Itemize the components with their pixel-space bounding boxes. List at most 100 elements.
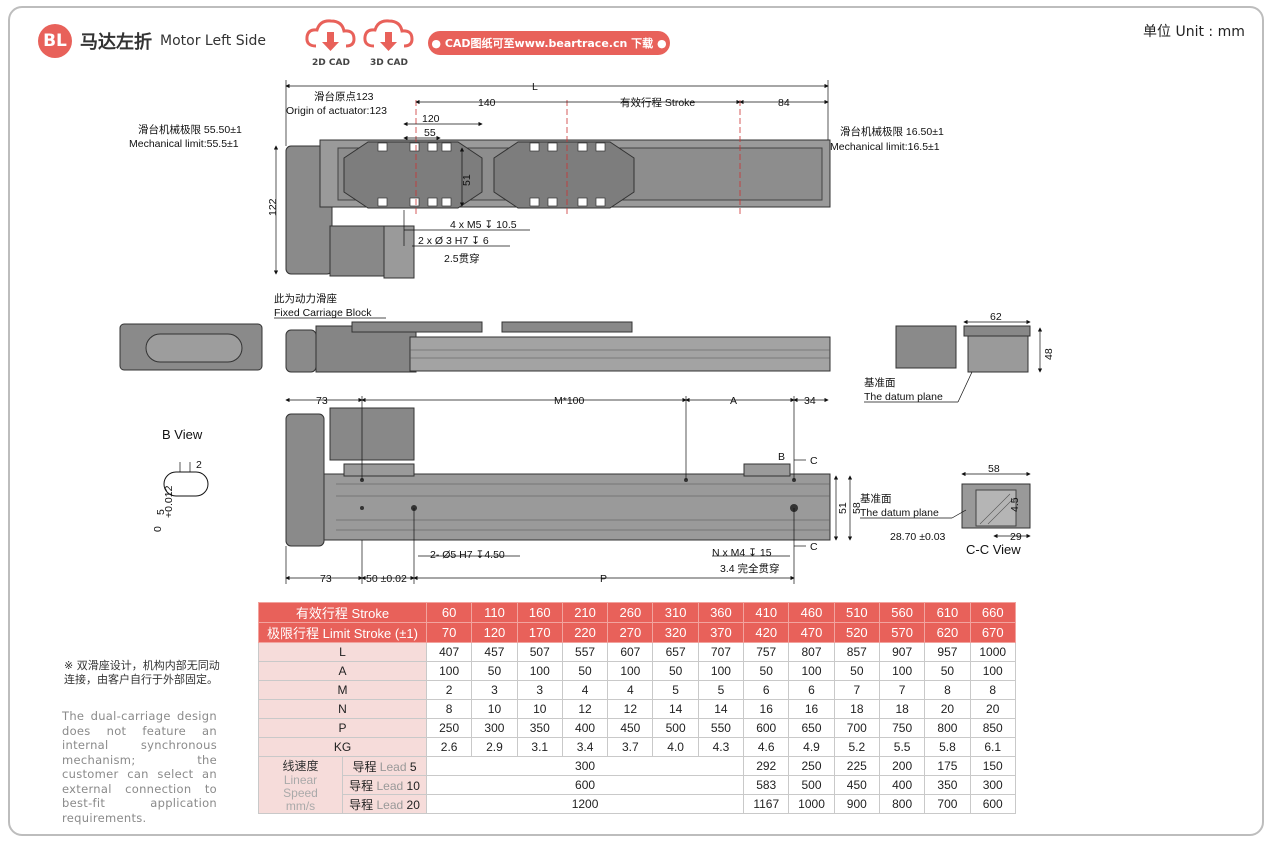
lead-label-cn: 导程 (349, 797, 374, 812)
table-cell: 10 (516, 699, 563, 719)
dim-51: 51 (461, 174, 473, 186)
table-cell: 420 (743, 622, 790, 643)
table-cell: 900 (833, 794, 880, 814)
row-label: KG (258, 737, 427, 757)
header: BL 马达左折 Motor Left Side (38, 24, 266, 58)
table-cell: 50 (924, 661, 971, 681)
cad-2d-label: 2D CAD (312, 58, 350, 68)
dim-m100: M*100 (554, 395, 585, 407)
lead-label-num: 20 (406, 797, 420, 812)
b-view-title: B View (162, 427, 203, 442)
table-cell: 8 (924, 680, 971, 700)
table-cell: 350 (924, 775, 971, 795)
speed-label-text: Speed (283, 786, 318, 800)
lead-label-cn: 导程 (352, 759, 377, 774)
table-cell: 14 (697, 699, 745, 719)
b-view-0: 0 (152, 526, 164, 532)
lead-label: 导程 Lead 20 (342, 794, 427, 814)
table-cell: 707 (697, 642, 745, 662)
table-cell: 5 (697, 680, 745, 700)
technical-drawing: L 滑台原点123 Origin of actuator:123 140 有效行… (119, 80, 1055, 585)
table-cell: 650 (788, 718, 835, 738)
table-cell: 2.9 (471, 737, 518, 757)
cad-3d-download[interactable]: 3D CAD (360, 16, 418, 68)
m4-note: N x M4 ↧ 15 (712, 547, 772, 559)
table-cell: 3 (471, 680, 518, 700)
table-cell: 170 (516, 622, 563, 643)
table-cell: 807 (788, 642, 835, 662)
lead-label-num: 5 (409, 759, 417, 774)
lead-label-en: Lead (373, 778, 407, 793)
merged-speed: 300 (425, 756, 745, 776)
table-cell: 857 (833, 642, 880, 662)
table-cell: 2.6 (425, 737, 473, 757)
table-cell: 120 (471, 622, 518, 643)
table-cell: 160 (516, 602, 563, 623)
table-cell: 500 (788, 775, 835, 795)
row-label: 极限行程 Limit Stroke (±1) (258, 622, 427, 643)
dim-120: 120 (422, 113, 440, 125)
table-cell: 110 (471, 602, 518, 623)
title-cn: 马达左折 (80, 32, 152, 53)
mech-left-en: Mechanical limit:55.5±1 (129, 138, 239, 150)
download-link-pill[interactable]: ● CAD图纸可至www.beartrace.cn 下载 ● (428, 31, 670, 55)
table-cell: 6 (788, 680, 835, 700)
table-cell: 12 (607, 699, 654, 719)
dim-122: 122 (267, 198, 279, 216)
table-cell: 4.0 (652, 737, 699, 757)
table-cell: 800 (924, 718, 971, 738)
label-C-top: C (810, 455, 818, 467)
row-label: A (258, 661, 427, 681)
cad-2d-download[interactable]: 2D CAD (302, 16, 360, 68)
table-cell: 100 (878, 661, 926, 681)
table-cell: 270 (607, 622, 654, 643)
origin-cn: 滑台原点123 (314, 90, 374, 103)
page-frame (8, 6, 1264, 836)
table-cell: 4.3 (697, 737, 745, 757)
table-cell: 470 (788, 622, 835, 643)
table-cell: 8 (969, 680, 1016, 700)
lead-label-en: Lead (373, 797, 407, 812)
dim-73-bot: 73 (320, 573, 332, 585)
fixed-en: Fixed Carriage Block (274, 307, 372, 319)
table-cell: 600 (969, 794, 1016, 814)
row-label: L (258, 642, 427, 662)
table-cell: 1167 (743, 794, 790, 814)
table-cell: 3 (516, 680, 563, 700)
table-cell: 450 (607, 718, 654, 738)
table-cell: 583 (743, 775, 790, 795)
table-cell: 225 (833, 756, 880, 776)
bottom-view: 73 M*100 A 34 B C C 51 58 2- Ø5 H7 ↧4.50… (285, 395, 863, 585)
table-cell: 757 (743, 642, 790, 662)
mech-right-cn: 滑台机械极限 16.50±1 (840, 125, 944, 138)
table-cell: 510 (833, 602, 880, 623)
table-cell: 50 (652, 661, 699, 681)
table-cell: 6.1 (969, 737, 1016, 757)
b-view-tol: +0.012 (163, 485, 175, 518)
table-cell: 4.6 (743, 737, 790, 757)
end-view-block (895, 325, 957, 369)
table-cell: 200 (878, 756, 926, 776)
cc-dim-29: 29 (1010, 531, 1022, 543)
speed-label-text: mm/s (285, 799, 316, 813)
table-cell: 100 (425, 661, 473, 681)
table-cell: 18 (833, 699, 880, 719)
table-cell: 610 (924, 602, 971, 623)
cloud-download-icon (363, 19, 414, 51)
table-cell: 250 (425, 718, 473, 738)
m5-note: 4 x M5 ↧ 10.5 (450, 219, 517, 231)
table-cell: 100 (607, 661, 654, 681)
label-B: B (778, 451, 785, 463)
dim-55: 55 (424, 127, 436, 139)
cloud-download-icon (305, 19, 356, 51)
table-cell: 300 (471, 718, 518, 738)
cc-datum-en: The datum plane (860, 507, 939, 519)
table-cell: 210 (561, 602, 609, 623)
cc-dim-45: 4.5 (1009, 497, 1021, 512)
dim-140: 140 (478, 97, 496, 109)
table-cell: 3.4 (561, 737, 609, 757)
